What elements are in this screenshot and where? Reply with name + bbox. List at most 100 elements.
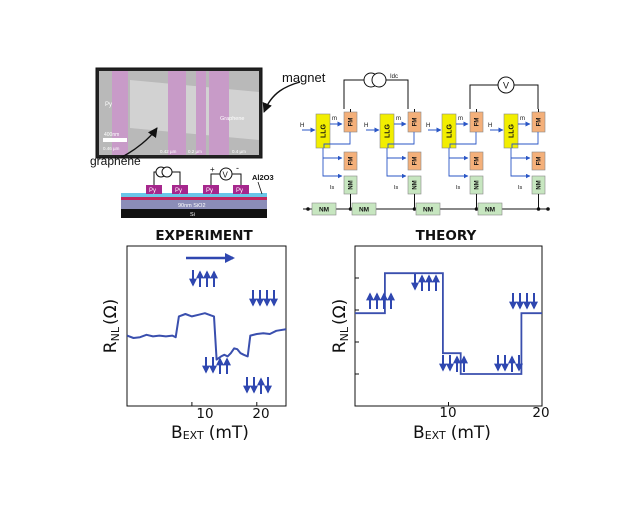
theory-xlabel: BEXT(mT) [413, 423, 491, 443]
device-voltmeter [219, 167, 233, 181]
nm-interface-label: NM [475, 180, 481, 189]
experiment-xlabel: BEXT(mT) [171, 423, 249, 443]
current-source-right [161, 166, 173, 178]
theory-ylabel: RNL(Ω) [330, 299, 351, 353]
exp-spins-down-up-up-up [189, 270, 218, 287]
magnet-label: magnet [282, 70, 326, 85]
llg-label: LLG [447, 123, 454, 138]
fm-label-upper: FM [349, 118, 355, 127]
bus-node [306, 207, 310, 211]
py-pad-1 [146, 185, 162, 194]
circuit-voltmeter [497, 76, 515, 94]
m-label: m [520, 116, 525, 122]
si-layer [121, 209, 267, 218]
nm-bus-block-2 [351, 202, 377, 216]
th-spins-all-up [366, 292, 395, 309]
bus-node [474, 207, 479, 211]
is-label: Is [518, 185, 523, 191]
nm-bus-label: NM [319, 207, 329, 214]
h-label: H [488, 123, 492, 129]
theory-xtick-10: 10 [439, 405, 456, 421]
experiment-ylabel: RNL(Ω) [101, 299, 122, 353]
theory-series-line [355, 272, 542, 375]
graphene-arrow [119, 127, 158, 159]
sem-dim-3: 0.2 µm [188, 149, 202, 154]
theory-xtick-20: 20 [532, 405, 549, 421]
m-label: m [332, 116, 337, 122]
magnet-callout: magnet [262, 70, 326, 113]
feedback-wire [387, 132, 415, 148]
fm-block-lower [407, 151, 422, 171]
experiment-panel: EXPERIMENT 10 20 RNL(Ω) BEXT(mT) [101, 228, 287, 443]
theory-panel: THEORY 10 20 RNL(Ω) BEXT(mT) [330, 228, 550, 443]
is-feed-wire [448, 148, 469, 179]
theory-axes [354, 245, 543, 407]
magnet-arrow [262, 81, 301, 113]
graphene-layer [121, 193, 267, 197]
svg-text:RNL(Ω): RNL(Ω) [330, 299, 351, 353]
py-electrode-2 [168, 71, 186, 155]
fm-block-lower [469, 151, 484, 171]
sio2-layer [121, 200, 267, 209]
py-pad-3 [203, 185, 219, 194]
bus-node-end [546, 207, 550, 211]
py-pad-label-4: Py [236, 188, 243, 194]
py-pad-label-1: Py [149, 188, 156, 194]
feedback-wire [323, 132, 351, 148]
theory-ticks [355, 277, 543, 406]
nm-bus-block-4 [477, 202, 503, 216]
si-label: Si [190, 212, 195, 218]
fm-label-lower: FM [349, 157, 355, 166]
is-feed-wire [386, 148, 407, 179]
llg-label: LLG [385, 123, 392, 138]
is-feed-wire [322, 148, 343, 179]
fm-label-lower: FM [475, 157, 481, 166]
voltmeter-plus: + [210, 165, 215, 174]
bus-node [536, 207, 541, 211]
bus-node [412, 207, 417, 211]
th-spins-down-up-up-up [411, 274, 440, 291]
h-label: H [364, 123, 368, 129]
fm-label-upper: FM [537, 118, 543, 127]
sio2-label: 90nm SiO2 [178, 203, 206, 209]
sem-py-label: Py [105, 102, 112, 108]
py-electrode-4 [209, 71, 229, 155]
device-cross-section: 90nm SiO2 Si Py Py Py Py V + - Al2O3 [121, 163, 274, 218]
experiment-series-line [127, 312, 286, 361]
al2o3-pointer [257, 181, 263, 195]
py-pad-2 [172, 185, 188, 194]
th-spins-down-down-up-down [494, 355, 523, 372]
experiment-spin-arrows [186, 253, 278, 394]
py-pad-label-2: Py [175, 188, 182, 194]
h-label: H [300, 123, 304, 129]
nm-interface-label: NM [413, 180, 419, 189]
feedback-wire [511, 132, 539, 148]
sem-dim-1: 0.46 µm [103, 146, 120, 151]
py-pad-label-3: Py [206, 188, 213, 194]
oxide-layer [121, 197, 267, 200]
feedback-wire [449, 132, 477, 148]
exp-spins-down-down-up-down [243, 377, 272, 394]
theory-title: THEORY [416, 228, 477, 244]
is-label: Is [394, 185, 399, 191]
fm-block-lower [343, 151, 358, 171]
m-label: m [396, 116, 401, 122]
llg-label: LLG [509, 123, 516, 138]
llg-label: LLG [321, 123, 328, 138]
scale-bar-label: 400nm [104, 132, 119, 138]
al2o3-label: Al2O3 [252, 173, 274, 182]
fm-label-upper: FM [413, 118, 419, 127]
sem-dim-4: 0.4 µm [232, 149, 246, 154]
py-pad-4 [233, 185, 249, 194]
nm-bus-label: NM [423, 207, 433, 214]
experiment-ticks [191, 402, 258, 406]
py-electrode-3 [196, 71, 206, 155]
is-label: Is [456, 185, 461, 191]
nm-interface-label: NM [349, 180, 355, 189]
